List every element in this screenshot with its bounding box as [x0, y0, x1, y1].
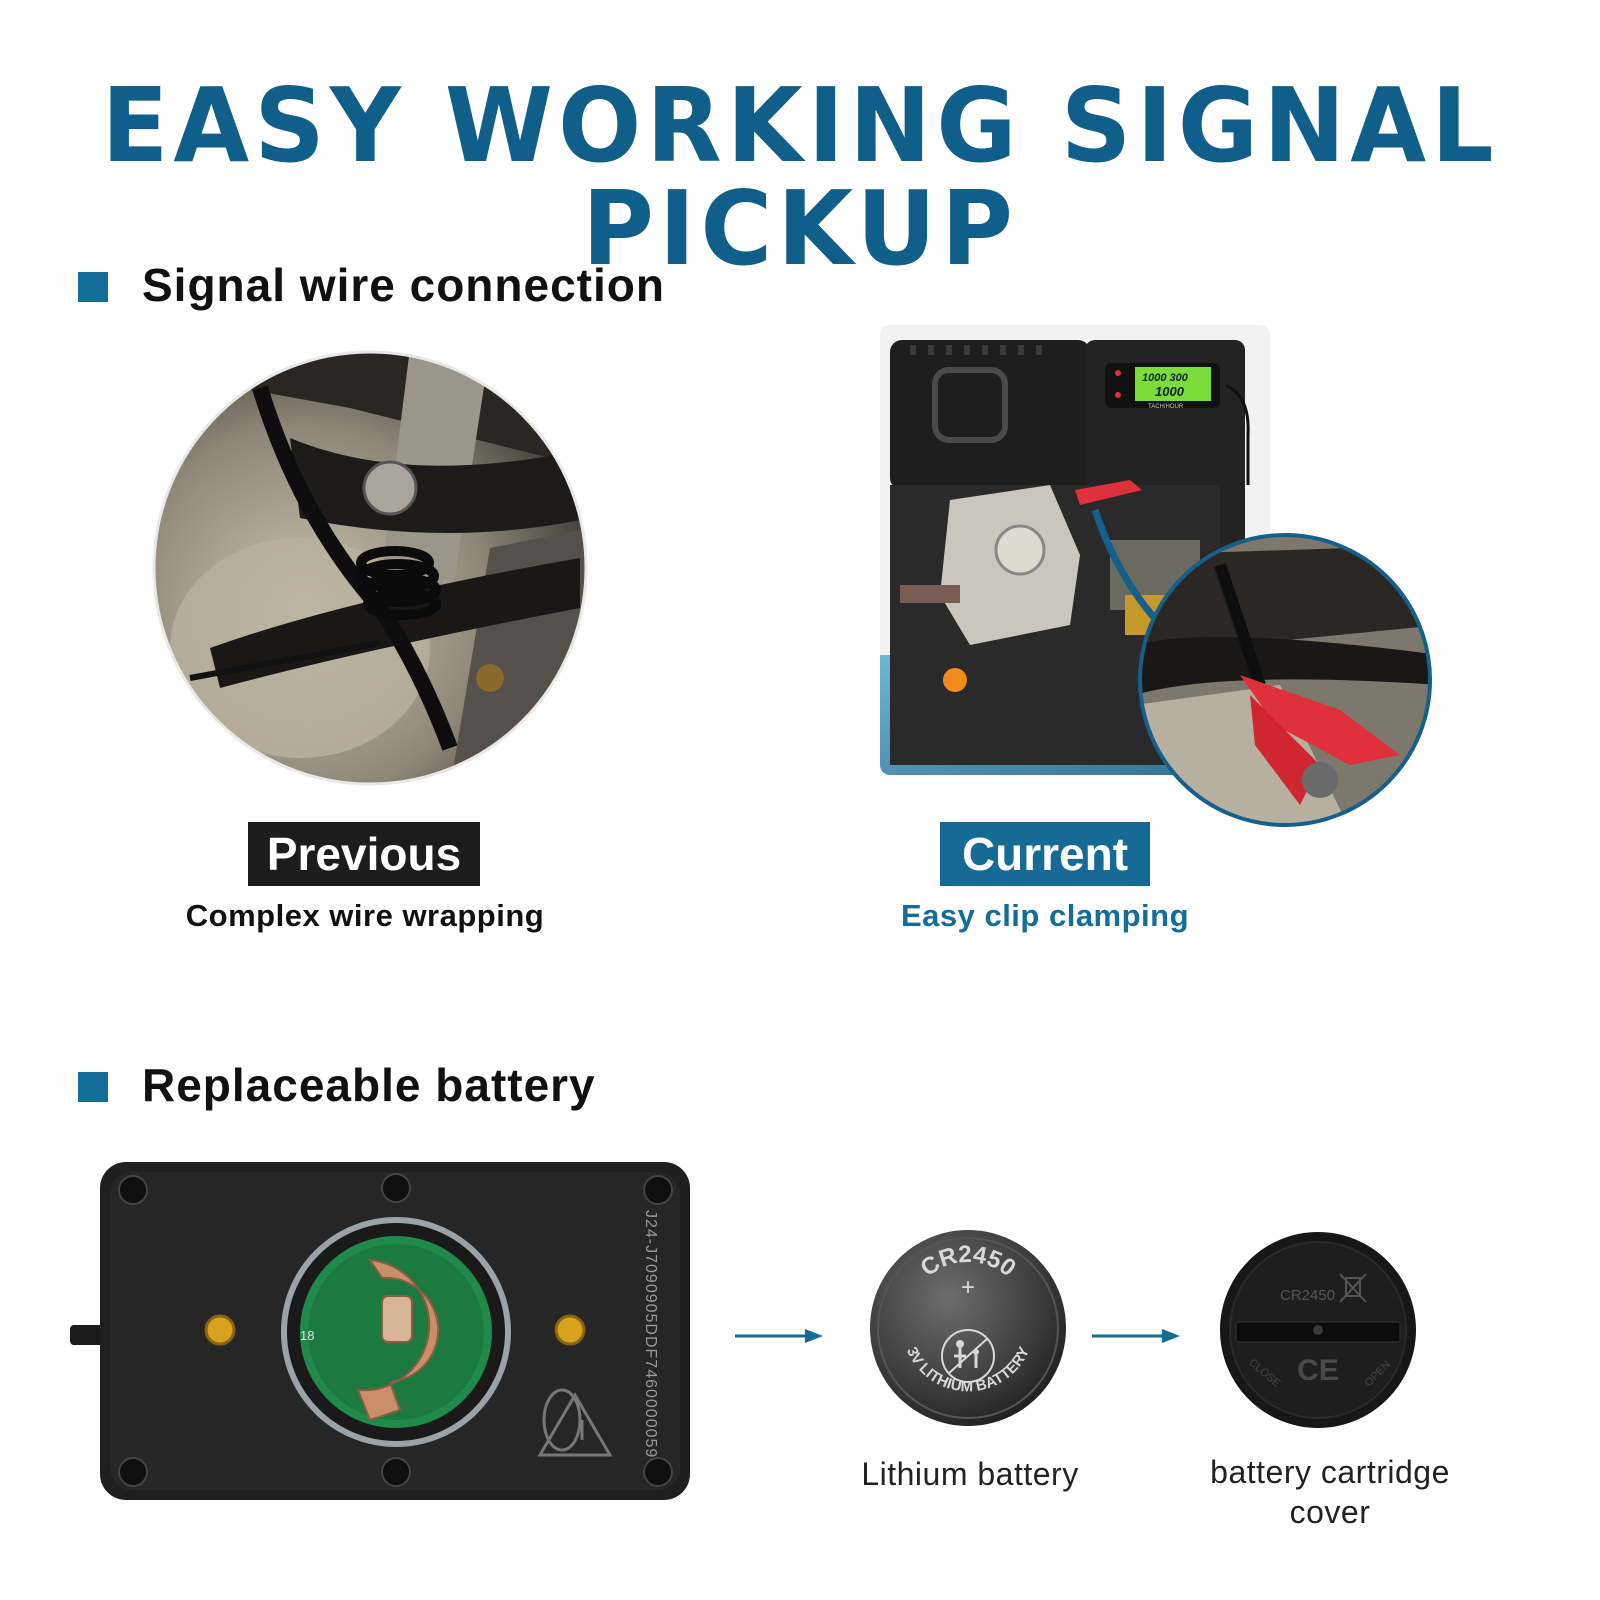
lcd-label: TACH/HOUR [1148, 404, 1184, 410]
section-heading-battery: Replaceable battery [142, 1059, 596, 1111]
pcb-marking: 18 [300, 1328, 314, 1343]
device-battery-compartment: 18 J24-J7090905DDF7460000059 [70, 1162, 690, 1500]
lcd-row-1: 1000 300 [1142, 372, 1189, 384]
current-clip-clamping-photo: 1000 300 1000 TACH/HOUR [880, 325, 1432, 827]
battery-plus-sign: + [961, 1274, 975, 1301]
battery-cartridge-cover: CR2450 CE CLOSE OPEN [1220, 1232, 1416, 1428]
ce-mark: CE [1297, 1354, 1339, 1387]
current-caption: Easy clip clamping [900, 898, 1190, 933]
lcd-row-2: 1000 [1155, 384, 1185, 399]
section-heading-signal: Signal wire connection [142, 259, 665, 311]
cover-model-text: CR2450 [1280, 1287, 1335, 1304]
arrow-right-icon [735, 1329, 823, 1343]
current-tag: Current [940, 822, 1150, 886]
previous-tag: Previous [248, 822, 480, 886]
previous-wire-wrapping-photo [152, 350, 588, 786]
section-bullet-square [78, 272, 108, 302]
page-title: EASY WORKING SIGNAL PICKUP [101, 66, 1499, 290]
previous-caption: Complex wire wrapping [185, 898, 545, 933]
device-serial-number: J24-J7090905DDF7460000059 [642, 1210, 659, 1458]
arrow-right-icon [1092, 1329, 1180, 1343]
battery-cover-caption-line2: cover [1289, 1494, 1371, 1530]
lcd-screen [1135, 367, 1211, 401]
lithium-coin-battery: CR2450 + 3V LITHIUM BATTERY [870, 1230, 1066, 1426]
section-bullet-square [78, 1072, 108, 1102]
lithium-battery-caption: Lithium battery [861, 1456, 1079, 1492]
battery-cover-caption-line1: battery cartridge [1210, 1454, 1450, 1490]
